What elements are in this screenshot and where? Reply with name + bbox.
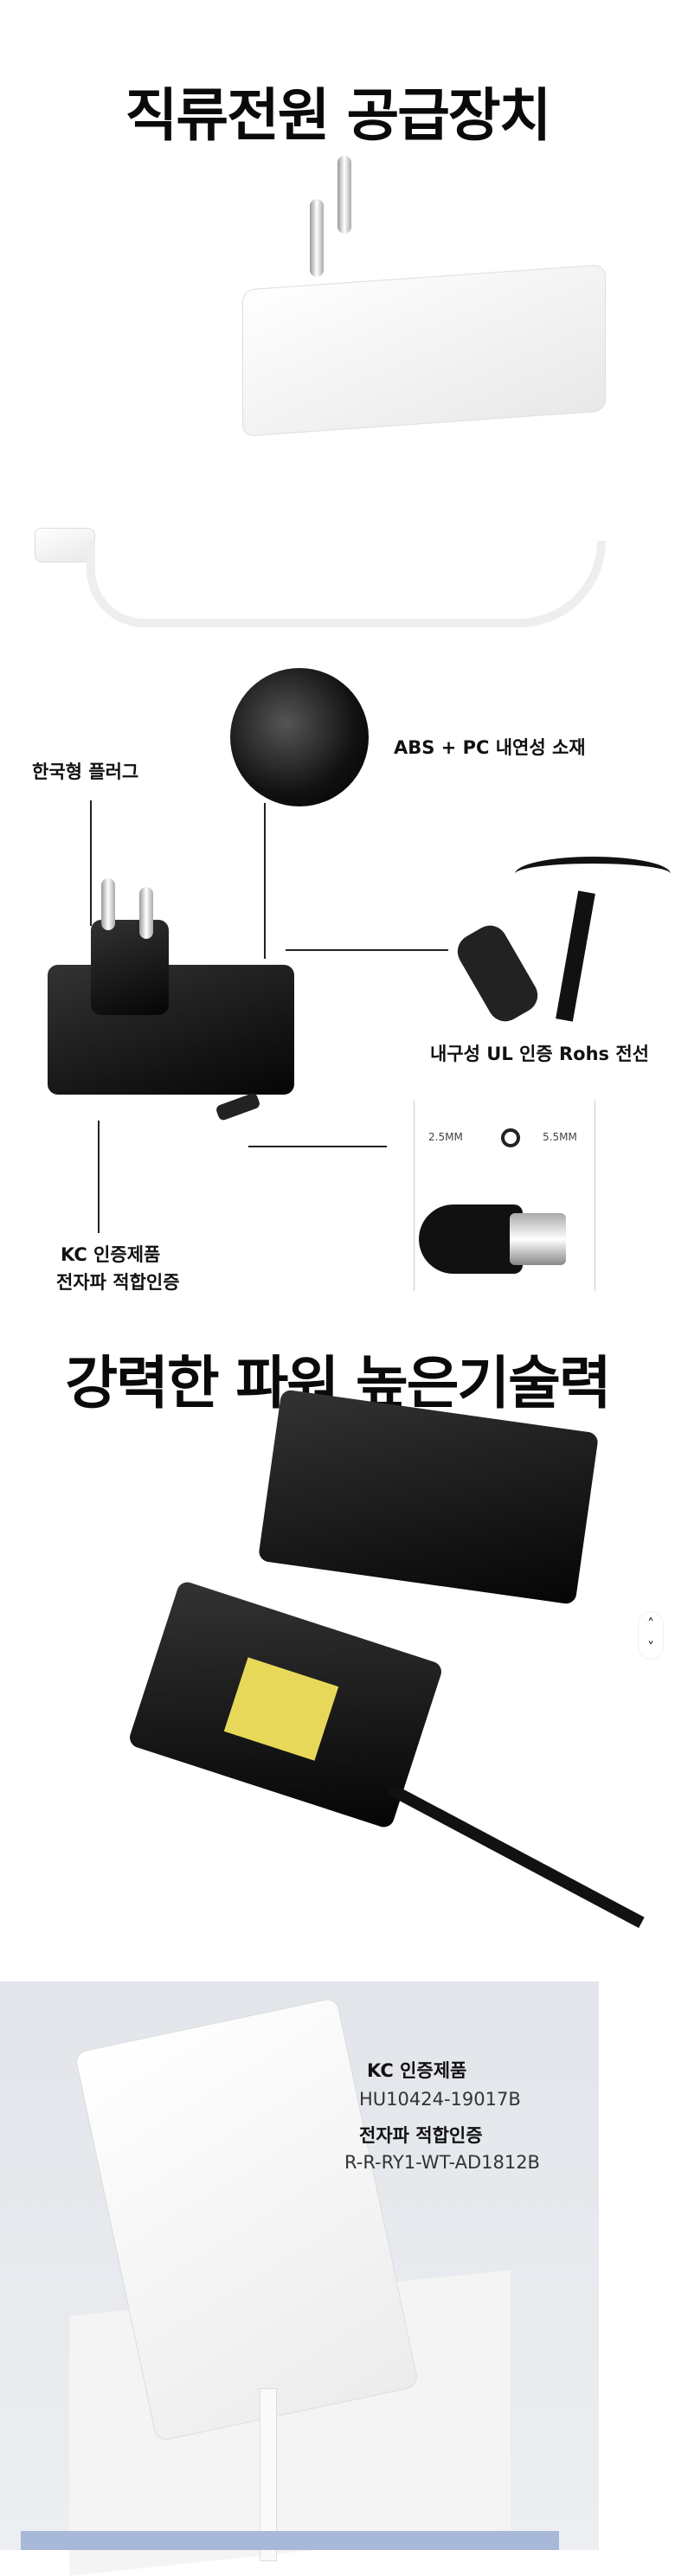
outer-diameter: 5.5MM [543, 1131, 577, 1143]
scroll-up-button[interactable]: ˄ [647, 1616, 654, 1632]
scroll-control[interactable]: ˄ ˅ [638, 1611, 664, 1660]
kc-cert-code: HU10424-19017B [359, 2089, 521, 2110]
certification-logos-bar [21, 2531, 559, 2550]
white-adapter-box-photo [0, 1982, 599, 2576]
black-adapter-photo [48, 878, 342, 1138]
white-adapter-photo [35, 147, 640, 658]
connector-photo: 2.5MM 5.5MM [414, 1101, 595, 1291]
emc-certified-label: 전자파 적합인증 [359, 2125, 483, 2146]
emc-label: 전자파 적합인증 [56, 1272, 180, 1293]
plug-label: 한국형 플러그 [32, 761, 139, 782]
material-label: ABS + PC 내연성 소재 [394, 737, 586, 758]
cable-photo [451, 857, 675, 1038]
cable-label: 내구성 UL 인증 Rohs 전선 [430, 1044, 649, 1064]
kc-label: KC 인증제품 [61, 1244, 161, 1265]
emc-cert-code: R-R-RY1-WT-AD1812B [344, 2152, 540, 2173]
inner-diameter: 2.5MM [428, 1131, 463, 1143]
page-title: 직류전원 공급장치 [125, 82, 552, 149]
open-adapter-photo [126, 1389, 675, 1964]
scroll-down-button[interactable]: ˅ [647, 1639, 654, 1655]
material-pellets-photo [230, 668, 369, 806]
kc-certified-label: KC 인증제품 [367, 2060, 467, 2081]
